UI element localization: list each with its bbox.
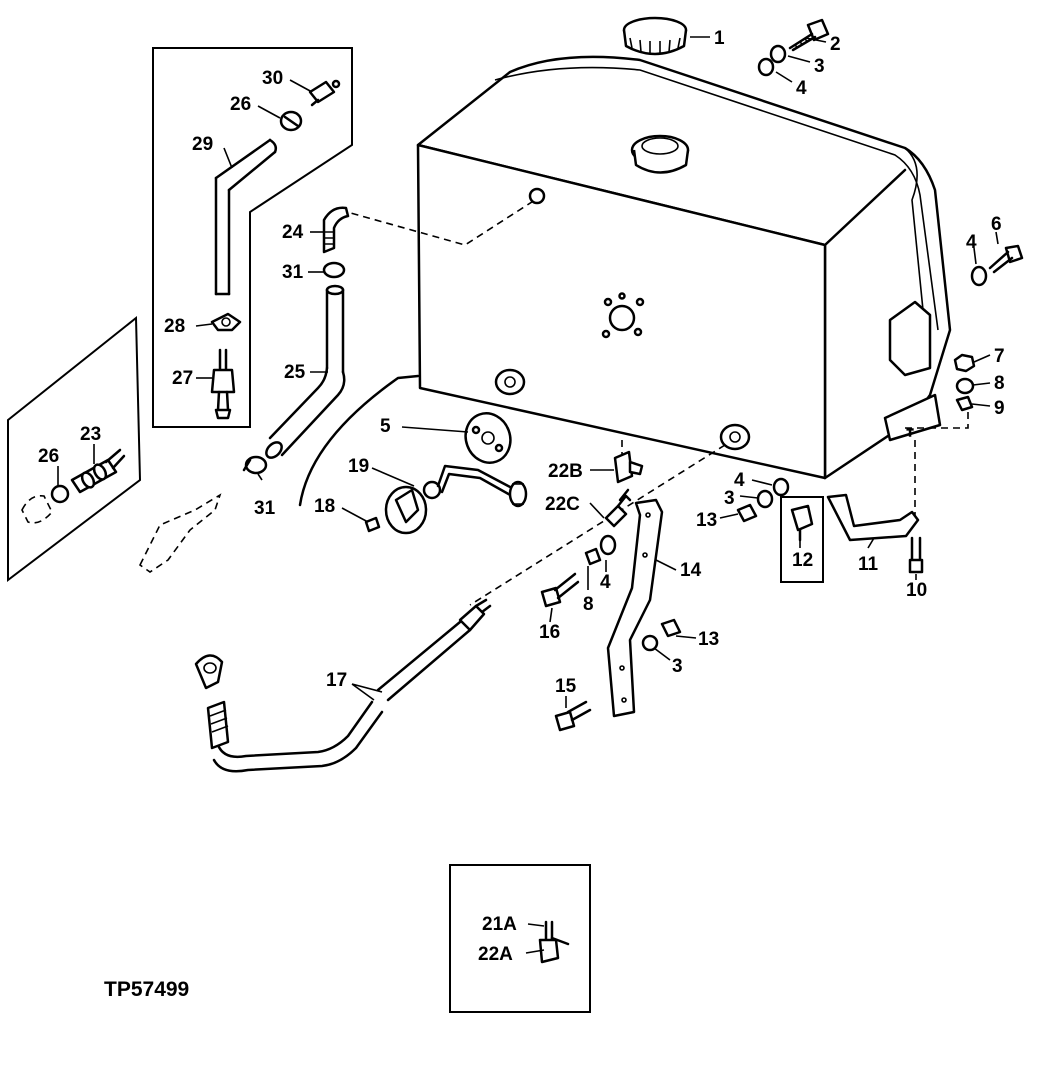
drain-valve	[790, 504, 814, 542]
spacer-9	[955, 395, 974, 412]
inset-box-21a	[449, 864, 591, 1013]
callout-3-mid: 3	[724, 488, 735, 509]
callout-5: 5	[380, 416, 391, 437]
callout-3-lower: 3	[672, 656, 683, 677]
svg-text:T: T	[907, 428, 913, 439]
callout-14: 14	[680, 560, 702, 581]
washer-4d	[599, 534, 617, 556]
callout-2: 2	[830, 34, 841, 55]
fuel-sender	[384, 464, 528, 535]
phantom-bracket	[138, 493, 222, 573]
callout-4: 4	[796, 78, 807, 99]
bolt-16	[540, 572, 580, 608]
fuel-tank: T	[416, 55, 952, 480]
check-valve	[210, 348, 236, 420]
callout-15: 15	[555, 676, 577, 697]
callout-7: 7	[994, 346, 1005, 367]
fuel-line	[194, 598, 492, 773]
callout-12: 12	[792, 550, 813, 571]
hose-clip	[210, 312, 242, 332]
fuel-hose	[265, 284, 346, 459]
callout-29: 29	[192, 134, 213, 155]
nut-13b	[660, 618, 682, 638]
nut-8b	[584, 547, 602, 566]
callout-27: 27	[172, 368, 193, 389]
callout-4-lower: 4	[600, 572, 611, 593]
nut-13a	[736, 503, 758, 523]
callout-26: 26	[230, 94, 251, 115]
vent-valve	[308, 79, 341, 107]
elbow-fitting	[322, 206, 350, 254]
callout-19: 19	[348, 456, 369, 477]
callout-17: 17	[326, 670, 347, 691]
callout-11: 11	[858, 554, 879, 575]
callout-13-lower: 13	[698, 629, 719, 650]
screw-18	[364, 516, 381, 533]
bolt-15	[554, 700, 592, 732]
callout-8-lower: 8	[583, 594, 594, 615]
vent-hose	[214, 138, 277, 192]
hex-nut	[953, 353, 976, 373]
callout-22b: 22B	[548, 461, 583, 482]
lock-washer-8	[955, 377, 975, 395]
callout-22a: 22A	[478, 944, 513, 965]
drain-port	[494, 368, 526, 396]
callout-25: 25	[284, 362, 306, 383]
washer-4c	[772, 477, 790, 497]
vent-fitting	[528, 187, 546, 205]
inset-box-vent	[152, 47, 353, 428]
flat-washer	[757, 57, 775, 77]
washer-3c	[641, 634, 659, 652]
callout-18: 18	[314, 496, 335, 517]
filler-neck	[630, 134, 690, 174]
callout-10: 10	[906, 580, 927, 601]
callout-8: 8	[994, 373, 1005, 394]
leader-lines	[57, 36, 999, 954]
callout-31-lower: 31	[254, 498, 276, 519]
callout-6: 6	[991, 214, 1002, 235]
figure-id: TP57499	[104, 978, 189, 1001]
callout-13: 13	[696, 510, 717, 531]
callout-3: 3	[814, 56, 825, 77]
lock-washer	[769, 44, 787, 64]
fitting-22b	[613, 450, 644, 484]
fitting-22c	[604, 488, 632, 528]
hose-clamp-31	[322, 261, 346, 279]
inset-box-filter	[7, 315, 142, 583]
callout-28: 28	[164, 316, 185, 337]
fuel-cap	[622, 16, 688, 56]
sender-gasket	[464, 412, 512, 464]
washer-right	[970, 265, 988, 287]
hose-clamp-31b	[242, 455, 268, 475]
inline-filter	[70, 448, 126, 494]
callout-4-right: 4	[966, 232, 977, 253]
hose-clamp	[279, 110, 303, 132]
return-port	[719, 423, 751, 451]
callout-labels: 1 2 3 4 6 4 7 8 9 30 26 29 24 31 28 27 2…	[38, 28, 1005, 965]
tank-edge-line	[298, 374, 420, 507]
callout-24: 24	[282, 222, 304, 243]
callout-1: 1	[714, 28, 725, 49]
callout-22c: 22C	[545, 494, 580, 515]
callout-30: 30	[262, 68, 283, 89]
clamp-26b	[50, 484, 70, 504]
bolt-10	[908, 536, 924, 574]
callout-9: 9	[994, 398, 1005, 419]
fitting-21a-22a	[538, 920, 570, 964]
callout-26-left: 26	[38, 446, 59, 467]
phantom-outline	[21, 494, 53, 524]
callout-23: 23	[80, 424, 101, 445]
cap-screw	[788, 18, 830, 52]
washer-3b	[756, 489, 774, 509]
strap-bracket	[826, 493, 920, 542]
callout-31: 31	[282, 262, 304, 283]
callout-21a: 21A	[482, 914, 517, 935]
callout-16: 16	[539, 622, 560, 643]
mounting-bolt	[988, 244, 1024, 274]
callout-4-mid: 4	[734, 470, 745, 491]
inset-box-12	[780, 496, 824, 583]
support-bracket	[606, 498, 664, 718]
sender-flange-holes	[601, 292, 645, 339]
